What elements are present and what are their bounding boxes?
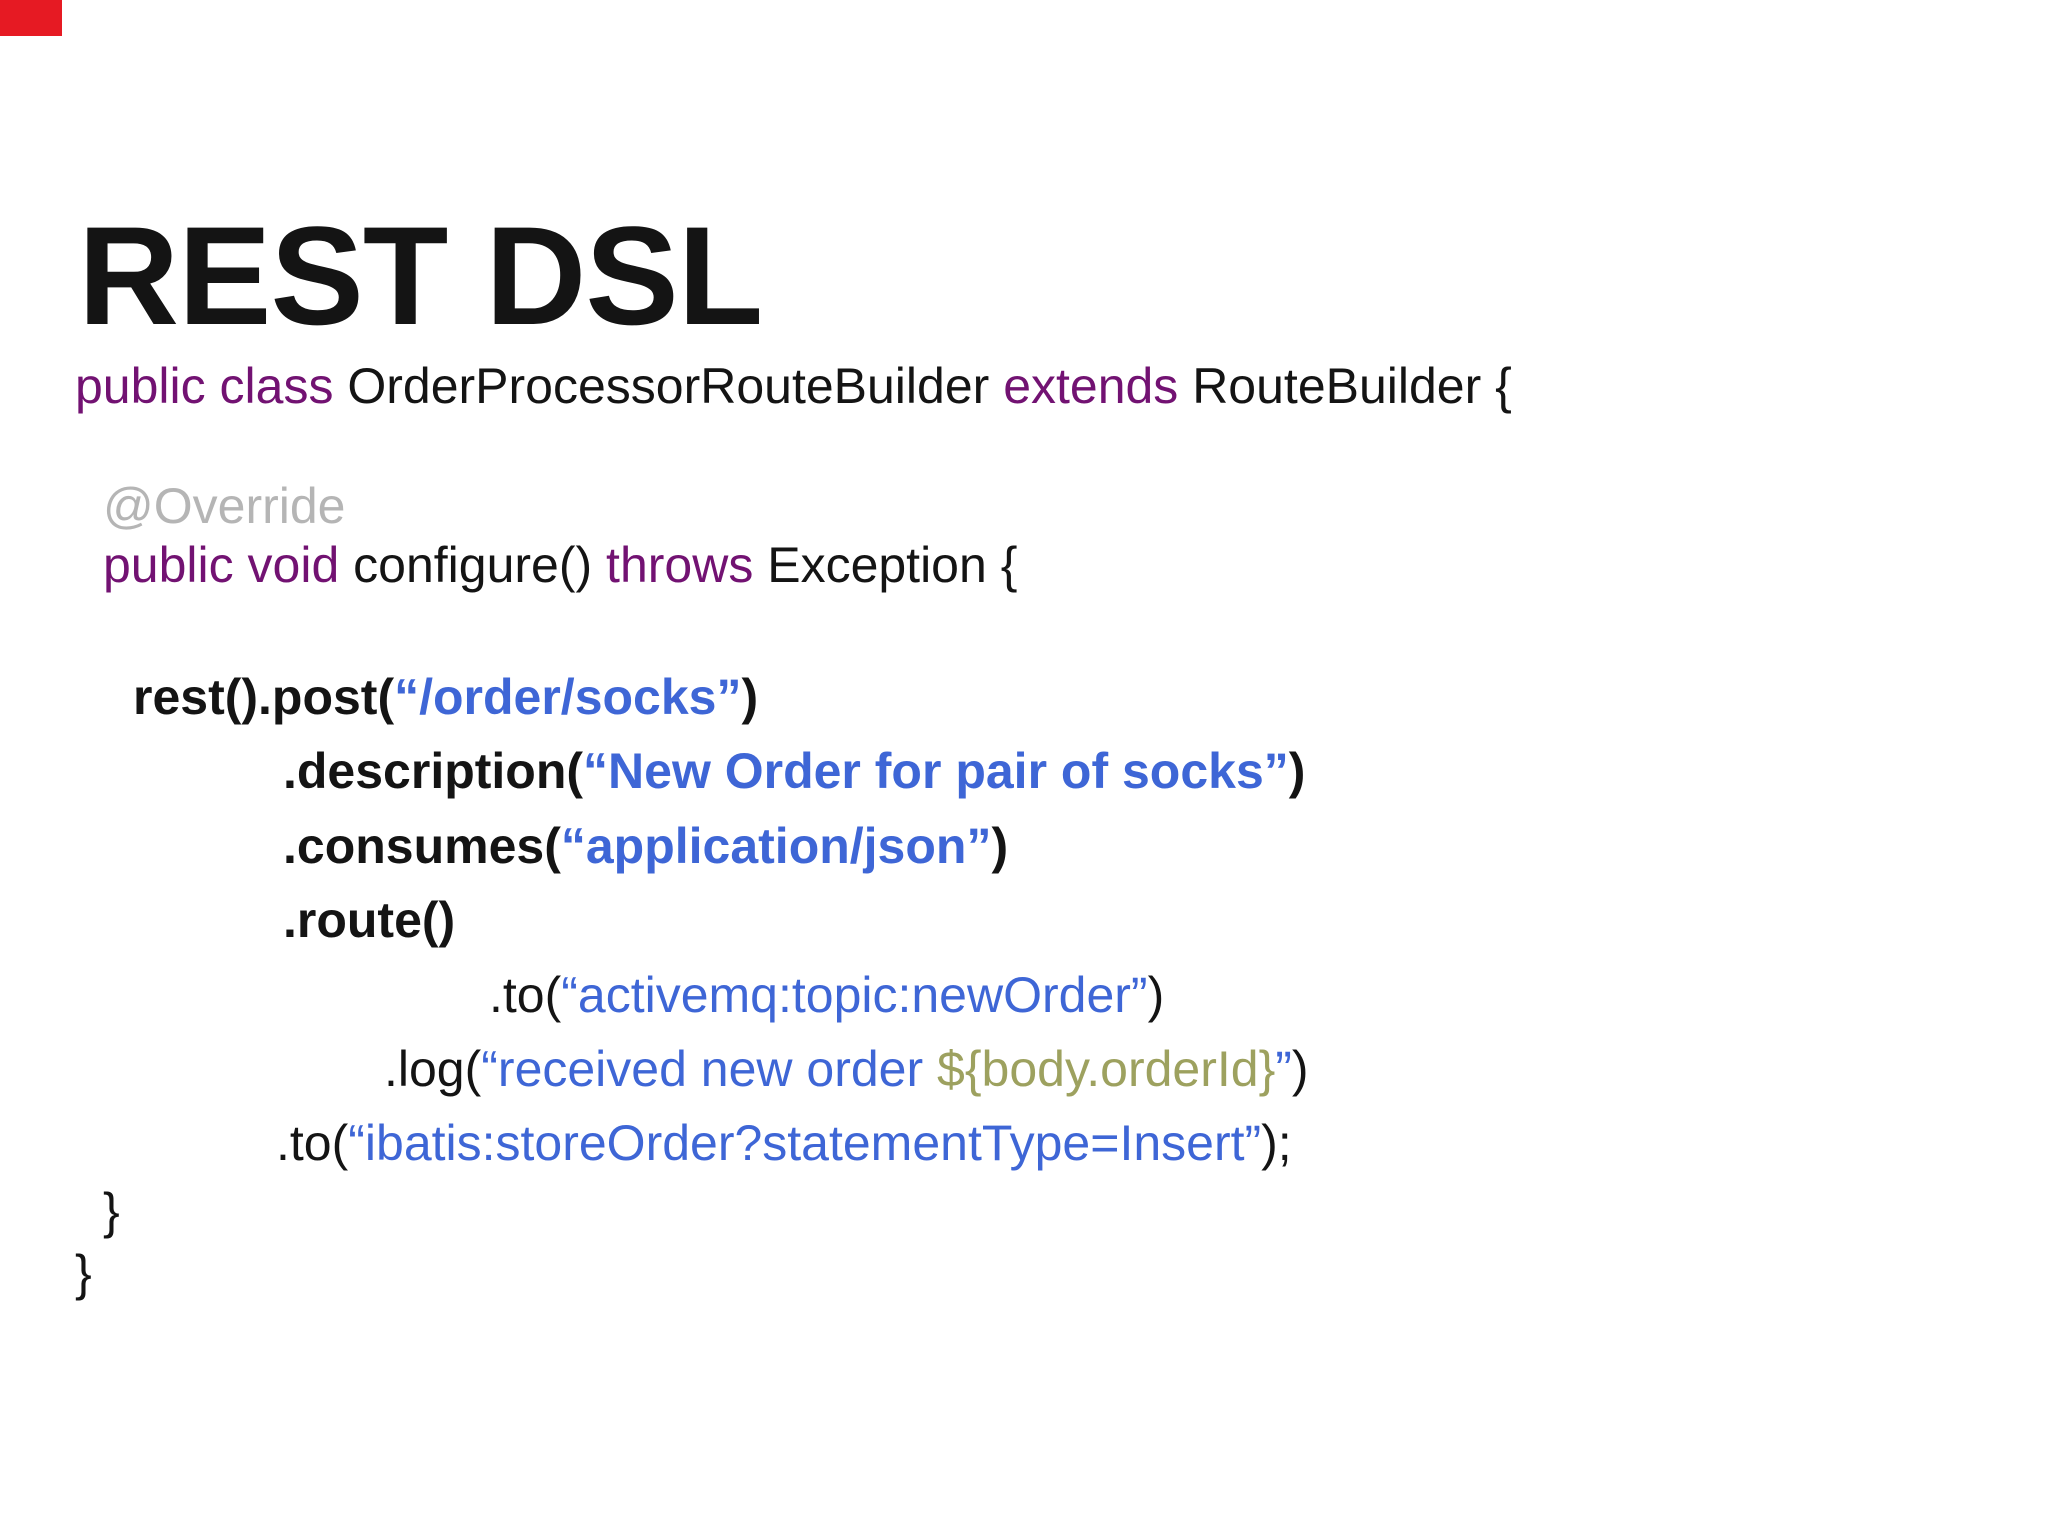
code-line-description: .description(“New Order for pair of sock… (283, 746, 1305, 796)
superclass-name: RouteBuilder { (1192, 358, 1512, 414)
close-paren: ) (1291, 1041, 1309, 1097)
code-line-override-annotation: @Override (103, 481, 345, 531)
close-paren: ) (1147, 967, 1165, 1023)
closing-brace: } (75, 1245, 92, 1301)
rest-post-call: rest().post( (133, 669, 395, 725)
string-application-json: “application/json” (560, 818, 992, 874)
string-new-order: “New Order for pair of socks” (583, 743, 1289, 799)
code-line-consumes: .consumes(“application/json”) (283, 821, 1008, 871)
el-expression-body-orderid: ${body.orderId} (937, 1041, 1276, 1097)
code-line-route: .route() (283, 895, 455, 945)
closing-brace: } (103, 1183, 120, 1239)
code-line-to-activemq: .to(“activemq:topic:newOrder”) (489, 970, 1164, 1020)
code-line-log: .log(“received new order ${body.orderId}… (384, 1044, 1309, 1094)
red-corner-marker (0, 0, 62, 36)
code-line-closing-brace-method: } (103, 1186, 120, 1236)
string-ibatis-store-order: “ibatis:storeOrder?statementType=Insert” (348, 1115, 1262, 1171)
string-order-socks: “/order/socks” (394, 669, 742, 725)
method-name: configure() (353, 537, 607, 593)
slide-title: REST DSL (78, 196, 763, 354)
string-closing-quote: ” (1275, 1041, 1292, 1097)
code-line-class-declaration: public class OrderProcessorRouteBuilder … (75, 361, 1512, 411)
close-paren: ) (741, 669, 759, 725)
keyword-public-void: public void (103, 537, 354, 593)
code-line-rest-post: rest().post(“/order/socks”) (133, 672, 758, 722)
keyword-public-class: public class (75, 358, 348, 414)
code-line-to-ibatis: .to(“ibatis:storeOrder?statementType=Ins… (276, 1118, 1292, 1168)
close-paren: ) (991, 818, 1009, 874)
code-line-closing-brace-class: } (75, 1248, 92, 1298)
keyword-throws: throws (606, 537, 768, 593)
annotation-override: @Override (103, 478, 346, 534)
close-paren: ) (1288, 743, 1306, 799)
code-line-configure-method: public void configure() throws Exception… (103, 540, 1017, 590)
consumes-call: .consumes( (283, 818, 561, 874)
class-name: OrderProcessorRouteBuilder (347, 358, 1004, 414)
string-received-new-order: “received new order (481, 1041, 938, 1097)
route-call: .route() (283, 892, 456, 948)
to-call: .to( (489, 967, 562, 1023)
keyword-extends: extends (1003, 358, 1193, 414)
close-paren-semicolon: ); (1261, 1115, 1292, 1171)
to-call: .to( (276, 1115, 349, 1171)
string-activemq-topic: “activemq:topic:newOrder” (561, 967, 1148, 1023)
log-call: .log( (384, 1041, 482, 1097)
exception-type: Exception { (767, 537, 1018, 593)
description-call: .description( (283, 743, 584, 799)
